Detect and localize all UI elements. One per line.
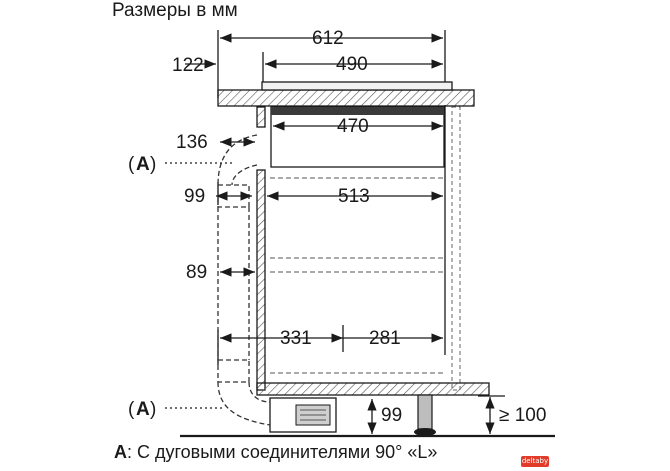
cabinet-shelves — [270, 177, 445, 374]
dim-top-width: 490 — [336, 54, 368, 75]
dimension-lines — [185, 33, 505, 434]
callout-a-top: ( A ) — [128, 154, 156, 175]
footnote-letter: A — [114, 442, 127, 462]
diagram-title: Размеры в мм — [112, 0, 238, 21]
dim-top-offset: 122 — [172, 55, 204, 76]
callout-a-bottom: ( A ) — [128, 399, 156, 420]
callout-leaders — [165, 162, 235, 409]
dim-duct-offset: 136 — [176, 132, 208, 153]
dim-plinth-height: 99 — [381, 405, 402, 426]
dim-gap: 89 — [186, 262, 207, 283]
callout-a-bottom-letter: A — [136, 399, 150, 420]
dim-right-part: 281 — [369, 328, 401, 349]
footnote: A: С дуговыми соединителями 90° «L» — [114, 442, 437, 463]
callout-a-top-close: ) — [150, 154, 156, 175]
dim-left-part: 331 — [280, 328, 312, 349]
dim-cabinet-width: 513 — [338, 186, 370, 207]
dim-total-width: 612 — [312, 28, 344, 49]
watermark-logo: deltaby — [521, 456, 549, 467]
callout-a-top-open: ( — [128, 154, 135, 175]
countertop — [217, 81, 475, 107]
callout-a-bottom-close: ) — [150, 399, 156, 420]
dim-min-plinth: ≥ 100 — [499, 405, 546, 426]
reference-lines — [217, 30, 446, 365]
callout-a-bottom-open: ( — [128, 399, 135, 420]
cabinet-leg — [414, 394, 436, 436]
dim-inner-width: 470 — [337, 116, 369, 137]
plinth-fan — [269, 397, 337, 433]
dim-duct-depth: 99 — [184, 186, 205, 207]
cabinet-bottom — [256, 382, 490, 396]
duct-path — [217, 134, 271, 426]
footnote-text: : С дуговыми соединителями 90° «L» — [127, 442, 438, 462]
callout-a-top-letter: A — [136, 154, 150, 175]
hob-body — [270, 106, 445, 168]
